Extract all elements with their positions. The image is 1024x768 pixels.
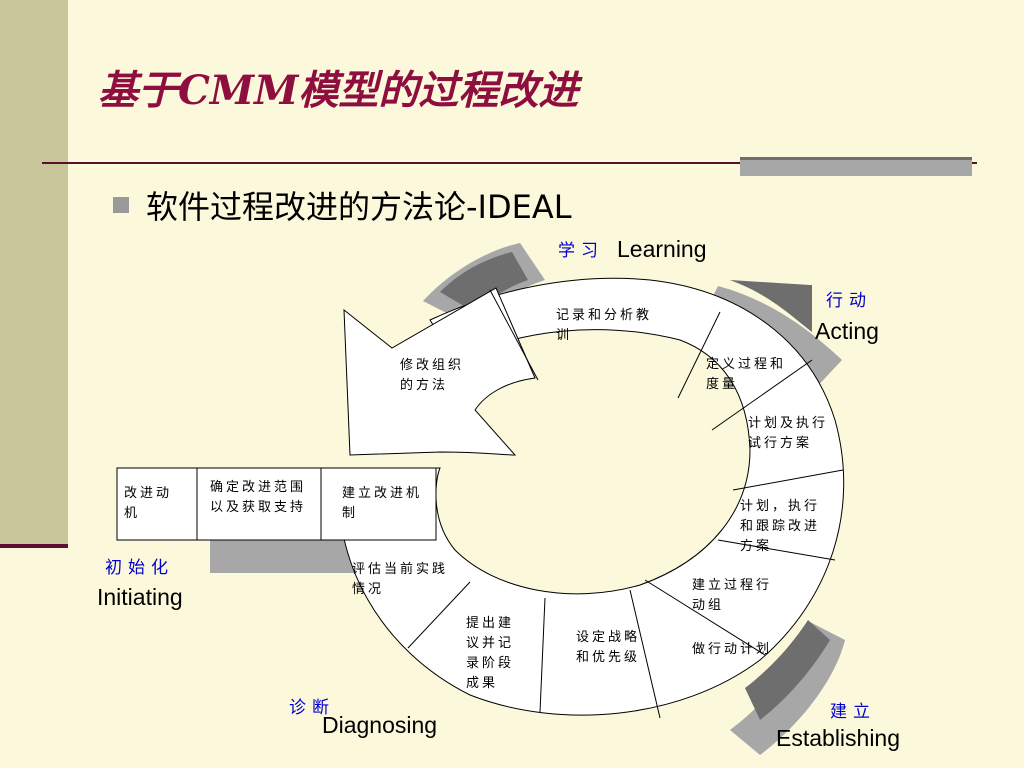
phase-establishing-zh: 建立 <box>830 702 876 722</box>
divider <box>644 579 766 656</box>
step-track: 计划，执行和跟踪改进方案 <box>740 499 821 554</box>
phase-learning-zh: 学习 <box>558 241 604 261</box>
step-assess: 评估当前实践情况 <box>352 562 449 597</box>
phase-acting-en: Acting <box>815 318 879 344</box>
step-mechanism: 建立改进机制 <box>342 486 423 521</box>
title-rule-accent <box>740 157 972 176</box>
step-action-group: 建立过程行动组 <box>692 578 773 613</box>
acting-arrow-shadow-inner <box>730 280 812 332</box>
step-motivation: 改进动机 <box>124 486 173 521</box>
phase-diagnosing-en: Diagnosing <box>322 712 438 738</box>
side-decoration-line <box>0 544 68 548</box>
step-action-plan: 做行动计划 <box>692 642 773 657</box>
title-rule <box>42 162 977 164</box>
phase-acting-zh: 行动 <box>826 291 872 311</box>
divider <box>717 539 836 561</box>
side-decoration-bar <box>0 0 68 548</box>
divider <box>489 289 539 381</box>
phase-initiating-zh: 初始化 <box>105 558 174 578</box>
divider <box>711 359 813 431</box>
divider <box>407 581 471 649</box>
step-recommend: 提出建议并记录阶段成果 <box>466 616 515 691</box>
phase-establishing-en: Establishing <box>776 725 901 751</box>
phase-diagnosing-zh: 诊断 <box>289 698 335 718</box>
slide-title: 基于CMM模型的过程改进 <box>98 67 579 114</box>
box-scope <box>196 467 322 541</box>
box-mechanism <box>320 467 437 541</box>
divider <box>539 597 546 713</box>
big-arrow-block <box>343 287 536 456</box>
phase-initiating-en: Initiating <box>97 584 183 610</box>
step-lessons: 记录和分析教训 <box>556 308 653 343</box>
cycle-ring <box>338 277 845 716</box>
step-scope: 确定改进范围以及获取支持 <box>210 480 307 515</box>
establishing-arrow-shadow-inner <box>745 620 830 720</box>
phase-learning-en: Learning <box>617 236 707 262</box>
step-modify: 修改组织的方法 <box>400 358 465 393</box>
learning-arrow-shadow-inner <box>440 252 528 312</box>
divider <box>732 469 844 491</box>
step-pilot: 计划及执行试行方案 <box>748 416 829 451</box>
step-define: 定义过程和度量 <box>706 357 787 392</box>
divider <box>677 311 721 399</box>
divider <box>629 589 661 719</box>
bullet-square-icon <box>113 197 129 213</box>
bullet-text: 软件过程改进的方法论-IDEAL <box>146 188 572 226</box>
step-strategy: 设定战略和优先级 <box>576 630 641 665</box>
